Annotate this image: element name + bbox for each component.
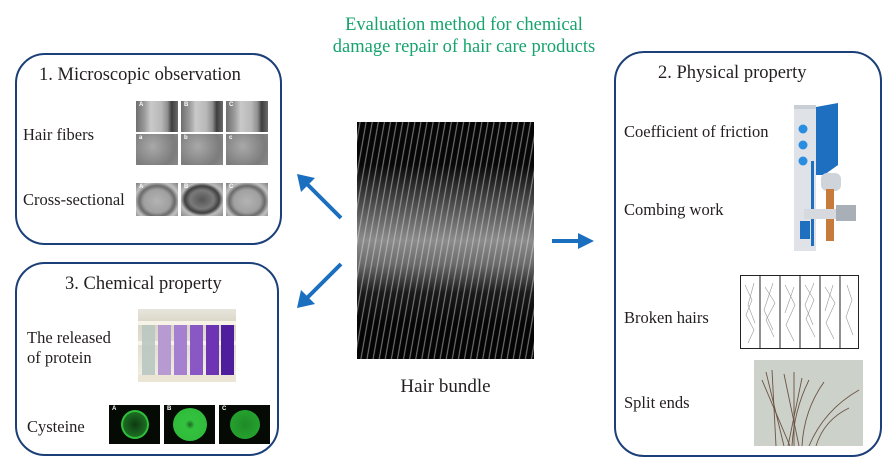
- label-released-protein: The released of protein: [27, 328, 111, 368]
- hair-bundle-caption: Hair bundle: [400, 376, 491, 397]
- sem-tag: c: [229, 135, 233, 141]
- label-line-1: The released: [27, 328, 111, 347]
- label-cross-sectional: Cross-sectional: [23, 190, 125, 209]
- arrow-right-icon: [552, 233, 594, 249]
- sem-tag: a: [139, 135, 143, 141]
- cross-section-image-C: C: [226, 183, 268, 216]
- diagram-title: Evaluation method for chemical damage re…: [270, 14, 658, 58]
- fluorescent-disc: [230, 410, 260, 439]
- fluo-tag: A: [112, 406, 117, 412]
- label-cysteine: Cysteine: [27, 417, 85, 436]
- broken-hairs-grid: [740, 275, 859, 349]
- label-coefficient-of-friction: Coefficient of friction: [624, 122, 769, 141]
- cysteine-image-A: A: [109, 405, 160, 444]
- fluo-tag: C: [222, 406, 227, 412]
- label-line-2: of protein: [27, 348, 92, 367]
- cysteine-image-C: C: [219, 405, 270, 444]
- fluorescent-disc: [121, 410, 149, 439]
- sem-image-C: C: [226, 101, 268, 132]
- sem-tag: B: [184, 184, 189, 190]
- label-hair-fibers: Hair fibers: [23, 125, 95, 144]
- hair-fibers-sem-grid: A B C a b c: [136, 101, 268, 167]
- panel-physical-property: 2. Physical property Coefficient of fric…: [614, 51, 882, 457]
- sem-tag: A: [139, 102, 144, 108]
- test-tubes-illustration: [138, 321, 236, 382]
- sem-tag: b: [184, 135, 188, 141]
- sem-tag: A: [139, 184, 144, 190]
- test-tubes-photo: [138, 309, 236, 382]
- sem-image-b: b: [181, 134, 223, 165]
- split-ends-photo: [754, 360, 863, 446]
- fluorescent-disc: [173, 408, 207, 441]
- sem-tag: B: [184, 102, 189, 108]
- cross-section-image-A: A: [136, 183, 178, 216]
- cysteine-image-B: B: [164, 405, 215, 444]
- sem-image-a: a: [136, 134, 178, 165]
- label-split-ends: Split ends: [624, 393, 690, 412]
- arrow-up-left-icon: [297, 174, 343, 220]
- label-broken-hairs: Broken hairs: [624, 308, 709, 327]
- arrow-down-left-icon: [297, 262, 343, 308]
- sem-image-B: B: [181, 101, 223, 132]
- panel-chemical-property: 3. Chemical property The released of pro…: [15, 262, 279, 456]
- fluo-tag: B: [167, 406, 172, 412]
- combing-instrument-photo: [794, 103, 856, 251]
- panel-heading: 2. Physical property: [658, 63, 807, 83]
- label-combing-work: Combing work: [624, 200, 724, 219]
- hair-bundle-photo: [357, 122, 534, 359]
- panel-microscopic-observation: 1. Microscopic observation Hair fibers A…: [15, 53, 282, 245]
- sem-tag: C: [229, 102, 234, 108]
- panel-heading: 1. Microscopic observation: [39, 65, 241, 85]
- sem-image-A: A: [136, 101, 178, 132]
- sem-tag: C: [229, 184, 234, 190]
- title-line-2: damage repair of hair care products: [332, 37, 596, 57]
- cross-section-image-B: B: [181, 183, 223, 216]
- cross-section-sem-row: A B C: [136, 183, 268, 216]
- title-line-1: Evaluation method for chemical: [345, 15, 583, 35]
- panel-heading: 3. Chemical property: [65, 274, 222, 294]
- sem-image-c: c: [226, 134, 268, 165]
